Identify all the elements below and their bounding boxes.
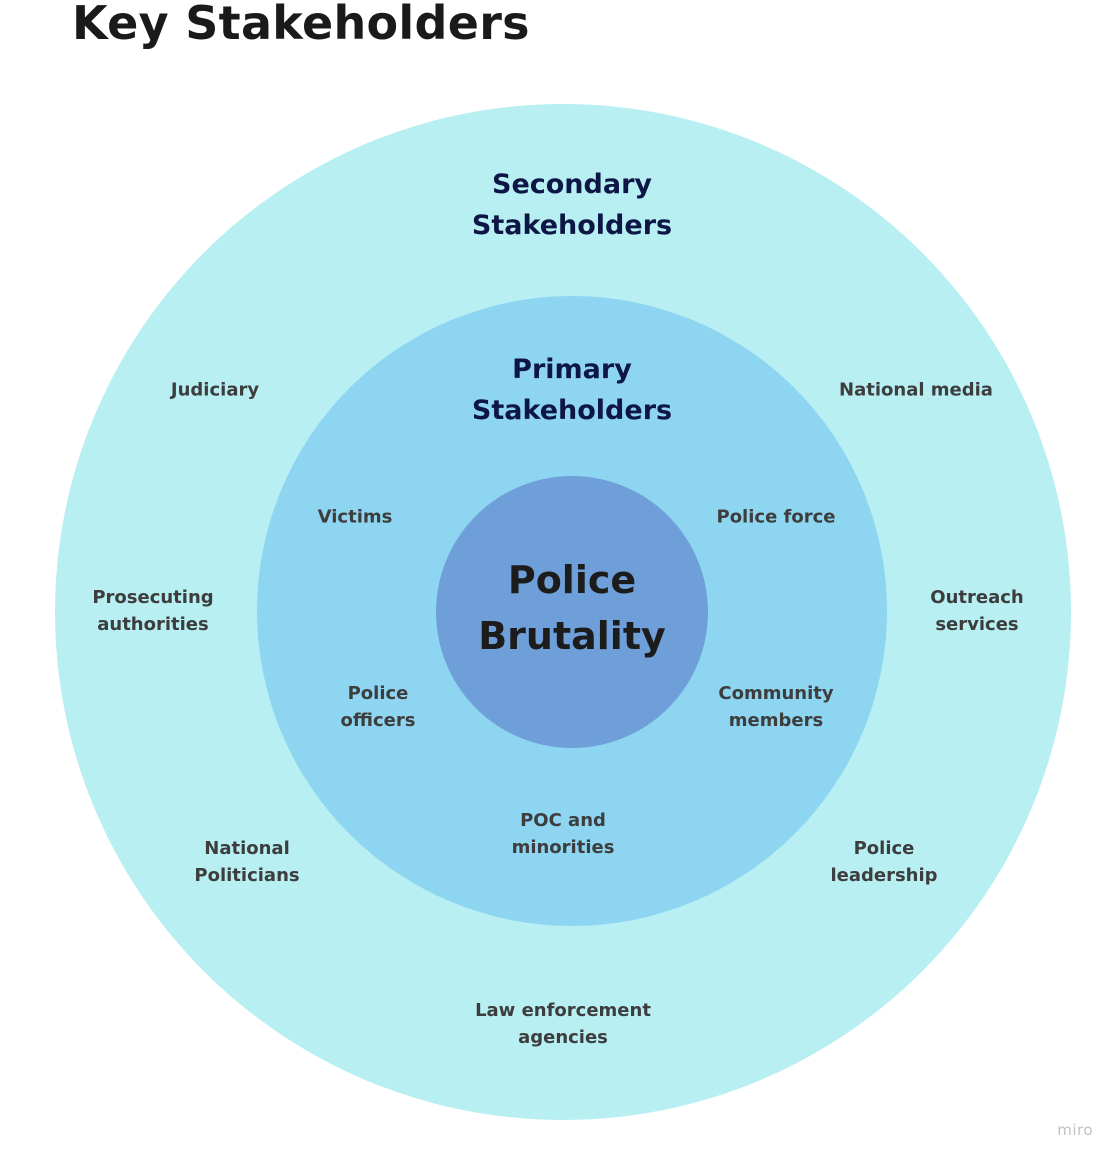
stakeholder-police-force: Police force	[716, 506, 836, 528]
stakeholder-community-members: Community members	[718, 683, 834, 731]
core-issue-label: Police Brutality	[478, 558, 666, 658]
page-title: Key Stakeholders	[72, 0, 530, 50]
miro-watermark: miro	[1057, 1121, 1093, 1139]
stakeholder-prosecuting-authorities: Prosecuting authorities	[92, 587, 214, 635]
stakeholder-law-enforcement-agencies: Law enforcement agencies	[475, 1000, 651, 1048]
stakeholder-poc-minorities: POC and minorities	[511, 810, 615, 858]
stakeholder-national-media: National media	[839, 379, 993, 401]
core-issue-circle	[436, 476, 708, 748]
stakeholder-national-politicians: National Politicians	[194, 838, 300, 886]
stakeholder-police-officers: Police officers	[340, 683, 416, 731]
stakeholder-police-leadership: Police leadership	[830, 838, 938, 886]
stakeholder-judiciary: Judiciary	[170, 379, 260, 401]
stakeholder-victims: Victims	[317, 506, 393, 528]
secondary-stakeholders-heading: Secondary Stakeholders	[471, 169, 673, 241]
stakeholder-outreach-services: Outreach services	[930, 587, 1024, 635]
primary-stakeholders-heading: Primary Stakeholders	[471, 354, 673, 426]
